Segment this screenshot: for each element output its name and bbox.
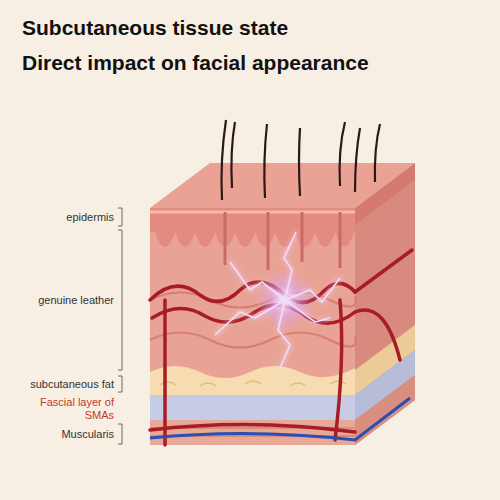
follicles xyxy=(225,212,340,270)
epidermis-layer xyxy=(150,208,355,247)
dermis-layer xyxy=(150,208,355,445)
blood-vessels xyxy=(150,250,412,445)
layer-label: Fascial layer of SMAs xyxy=(34,396,114,421)
title: Subcutaneous tissue state xyxy=(22,16,288,40)
fat-layer xyxy=(150,366,355,395)
layer-label: Muscularis xyxy=(61,428,114,441)
hairs xyxy=(222,120,381,200)
lightning xyxy=(215,232,340,368)
vein xyxy=(150,398,410,440)
subtitle: Direct impact on facial appearance xyxy=(22,51,369,75)
fascia-layer xyxy=(150,395,355,420)
fat-cells xyxy=(160,381,346,386)
layer-label: epidermis xyxy=(66,211,114,224)
epidermis-surface xyxy=(150,211,355,214)
dermis-texture xyxy=(150,333,356,348)
layer-label: genuine leather xyxy=(38,294,114,307)
dermis-texture xyxy=(150,293,356,308)
brackets xyxy=(118,208,122,444)
layer-label: subcutaneous fat xyxy=(30,378,114,391)
